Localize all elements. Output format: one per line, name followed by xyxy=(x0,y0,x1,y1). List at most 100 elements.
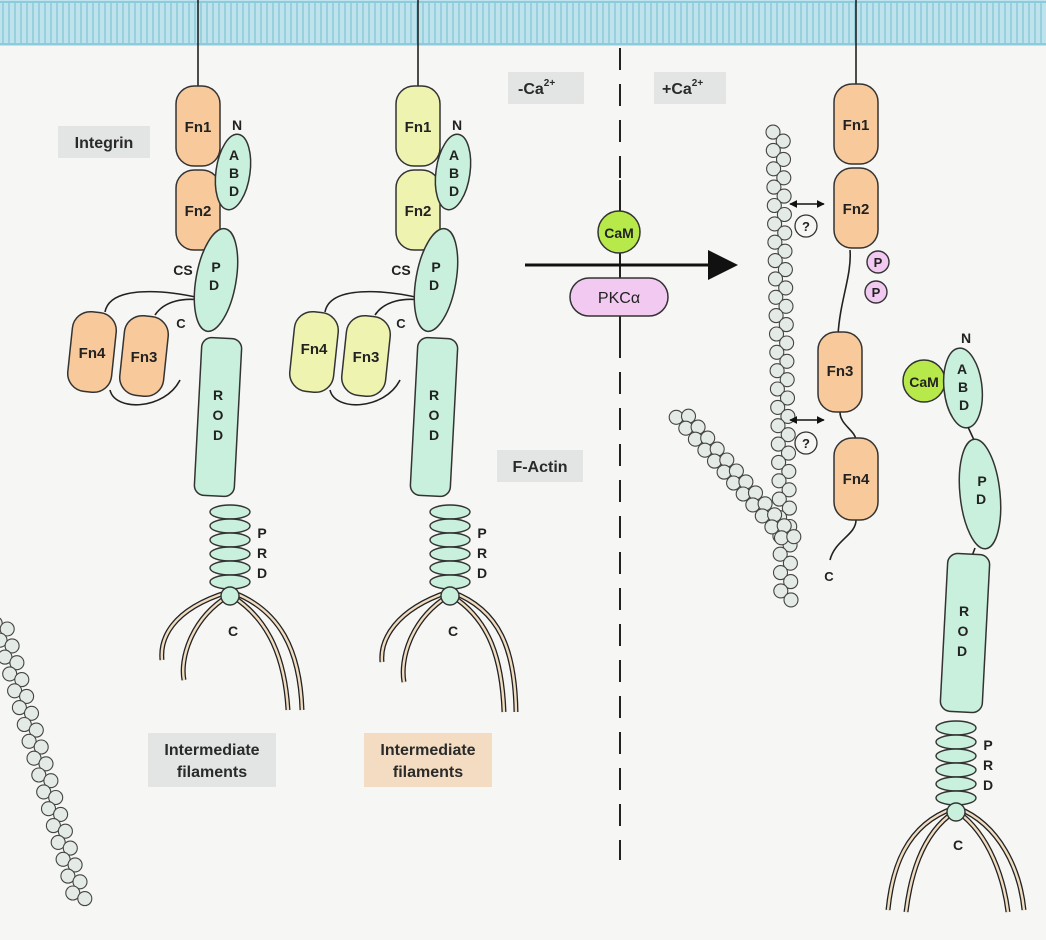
actin-bead xyxy=(766,161,782,177)
actin-bead xyxy=(771,454,787,470)
actin-bead xyxy=(772,565,789,581)
actin-bead xyxy=(767,216,783,232)
svg-text:Integrin: Integrin xyxy=(75,135,134,152)
svg-text:Fn4: Fn4 xyxy=(843,471,870,488)
svg-text:Intermediate: Intermediate xyxy=(380,742,475,759)
svg-text:filaments: filaments xyxy=(393,764,463,781)
plectin-complex-1: Fn1 Fn2 A B D N P D CS C Fn4 Fn3 xyxy=(66,0,305,711)
svg-text:P: P xyxy=(257,525,266,541)
svg-text:D: D xyxy=(957,643,967,659)
actin-bead xyxy=(775,133,791,149)
actin-bead xyxy=(62,840,78,856)
svg-text:P: P xyxy=(977,473,986,489)
actin-bead xyxy=(778,298,794,314)
c-terminus-label: C xyxy=(228,623,238,639)
f-actin-filaments xyxy=(0,124,802,907)
intermediate-filament-strands xyxy=(159,589,305,711)
actin-bead xyxy=(783,574,799,590)
svg-text:R: R xyxy=(213,387,223,403)
svg-text:O: O xyxy=(429,407,440,423)
svg-text:Fn3: Fn3 xyxy=(353,349,380,366)
svg-text:CaM: CaM xyxy=(604,225,634,241)
svg-text:D: D xyxy=(983,777,993,793)
c-terminus-label: C xyxy=(396,316,406,331)
actin-bead xyxy=(777,262,793,278)
actin-bead xyxy=(28,722,44,738)
fn3-domain: Fn3 xyxy=(817,331,863,413)
binding-unknown-1: ? xyxy=(789,200,825,238)
n-terminus-label: N xyxy=(961,330,971,346)
svg-text:R: R xyxy=(257,545,267,561)
actin-bead xyxy=(14,672,30,688)
phosphate-2: P xyxy=(864,280,888,304)
svg-text:Fn1: Fn1 xyxy=(185,119,212,136)
fn3-domain: Fn3 xyxy=(340,314,392,398)
n-terminus-label: N xyxy=(232,117,242,133)
actin-bead xyxy=(780,445,797,461)
svg-text:Intermediate: Intermediate xyxy=(164,742,259,759)
svg-text:P: P xyxy=(983,737,992,753)
pd-domain: P D xyxy=(958,438,1002,550)
fn1-domain: Fn1 xyxy=(175,85,221,167)
actin-bead xyxy=(781,482,797,498)
fn2-domain: Fn2 xyxy=(175,169,221,251)
actin-bead xyxy=(776,188,792,204)
svg-text:R: R xyxy=(983,757,993,773)
svg-text:-Ca2+: -Ca2+ xyxy=(518,78,555,98)
svg-text:D: D xyxy=(257,565,267,581)
svg-text:R: R xyxy=(959,603,969,619)
actin-bead xyxy=(779,390,796,406)
actin-bead xyxy=(778,317,794,333)
actin-bead xyxy=(67,857,83,873)
actin-bead xyxy=(778,280,794,296)
actin-bead xyxy=(767,234,783,250)
phosphorylated-integrin: Fn1 Fn2 P P Fn3 Fn4 C xyxy=(817,0,890,584)
svg-text:P: P xyxy=(477,525,486,541)
svg-text:B: B xyxy=(958,379,968,395)
actin-bead xyxy=(775,151,792,167)
plectin-complex-2: Fn1 Fn2 A B D N P D CS C Fn4 Fn3 xyxy=(288,0,519,713)
actin-bead xyxy=(766,179,782,195)
cam-node: CaM xyxy=(597,210,641,254)
minus-calcium-label: -Ca2+ xyxy=(508,72,584,104)
intermediate-filaments-label-1: Intermediate filaments xyxy=(148,733,276,787)
svg-text:?: ? xyxy=(802,219,810,234)
plectin-complex-released: CaM A B D N P D R O D P xyxy=(885,330,1027,913)
actin-bead xyxy=(11,700,27,716)
actin-bead xyxy=(769,363,785,379)
reaction-arrow xyxy=(525,180,738,355)
svg-text:Fn2: Fn2 xyxy=(843,201,870,218)
abd-domain: A B D xyxy=(434,133,472,211)
svg-text:B: B xyxy=(229,165,239,181)
plus-calcium-label: +Ca2+ xyxy=(654,72,726,104)
actin-bead xyxy=(786,529,802,545)
prd-domain: P R D xyxy=(429,504,487,590)
intermediate-filaments-label-2: Intermediate filaments xyxy=(364,733,492,787)
svg-text:R: R xyxy=(429,387,439,403)
svg-text:Fn3: Fn3 xyxy=(131,349,158,366)
svg-text:filaments: filaments xyxy=(177,764,247,781)
actin-bead xyxy=(767,271,784,287)
actin-bead xyxy=(777,243,793,259)
n-terminus-label: N xyxy=(452,117,462,133)
svg-text:A: A xyxy=(957,361,967,377)
abd-domain: A B D xyxy=(214,133,252,211)
svg-text:P: P xyxy=(874,255,883,270)
actin-bead xyxy=(48,789,64,806)
actin-bead xyxy=(782,555,798,571)
fn4-domain: Fn4 xyxy=(288,310,340,394)
intermediate-filament-strands xyxy=(885,805,1027,913)
rod-domain: R O D xyxy=(409,336,459,498)
actin-bead xyxy=(9,655,25,671)
actin-bead xyxy=(783,592,799,608)
actin-bead xyxy=(768,326,785,342)
svg-text:D: D xyxy=(229,183,239,199)
actin-bead xyxy=(777,225,793,241)
pd-domain: P D xyxy=(193,227,239,333)
f-actin-strand-left xyxy=(0,617,93,907)
actin-bead xyxy=(770,436,786,452)
actin-bead xyxy=(53,806,69,822)
svg-text:D: D xyxy=(209,277,219,293)
actin-bead xyxy=(38,756,54,772)
